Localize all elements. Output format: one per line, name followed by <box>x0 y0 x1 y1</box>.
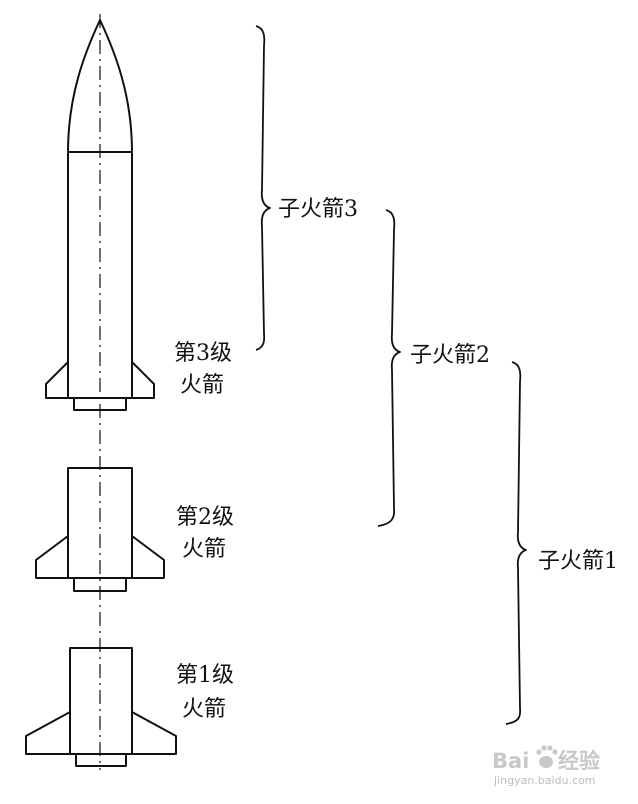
sub-rocket-1-label: 子火箭1 <box>538 549 618 574</box>
paw-icon <box>536 745 558 768</box>
stage-2-nozzle <box>73 577 127 592</box>
stage-2-right-fin <box>131 535 165 579</box>
watermark-brand-latin: Bai <box>492 749 529 773</box>
stage-1-label-line2: 火箭 <box>182 697 226 722</box>
stage-2-left-fin <box>35 535 69 579</box>
sub-rocket-3-label: 子火箭3 <box>278 197 358 222</box>
stage-1-label-line1: 第1级 <box>176 663 234 688</box>
stage-2-rocket <box>35 467 165 592</box>
stage-1-rocket <box>25 647 177 767</box>
stage-1-right-fin <box>131 711 177 755</box>
stage-1-body <box>69 647 133 755</box>
stage-3-nose-cone <box>67 19 133 153</box>
watermark-url: jingyan.baidu.com <box>493 774 596 787</box>
sub-rocket-2-label: 子火箭2 <box>410 343 490 368</box>
sub-rocket-3-brace <box>255 25 271 351</box>
stage-1-left-fin <box>25 711 71 755</box>
stage-3-label-line1: 第3级 <box>174 341 232 366</box>
sub-rocket-1-brace <box>505 361 527 725</box>
stage-2-label-line1: 第2级 <box>176 505 234 530</box>
stage-3-rocket <box>45 19 155 411</box>
sub-rocket-2-brace <box>377 209 401 527</box>
stage-2-label-line2: 火箭 <box>182 537 226 562</box>
stage-3-left-fin <box>45 361 69 399</box>
baidu-jingyan-watermark: Bai 经验 jingyan.baidu.com <box>492 745 600 787</box>
stage-3-label-line2: 火箭 <box>180 373 224 398</box>
stage-1-nozzle <box>75 753 127 767</box>
stage-3-right-fin <box>131 361 155 399</box>
watermark-brand-cjk: 经验 <box>558 749 600 773</box>
stage-3-nozzle <box>73 397 127 411</box>
